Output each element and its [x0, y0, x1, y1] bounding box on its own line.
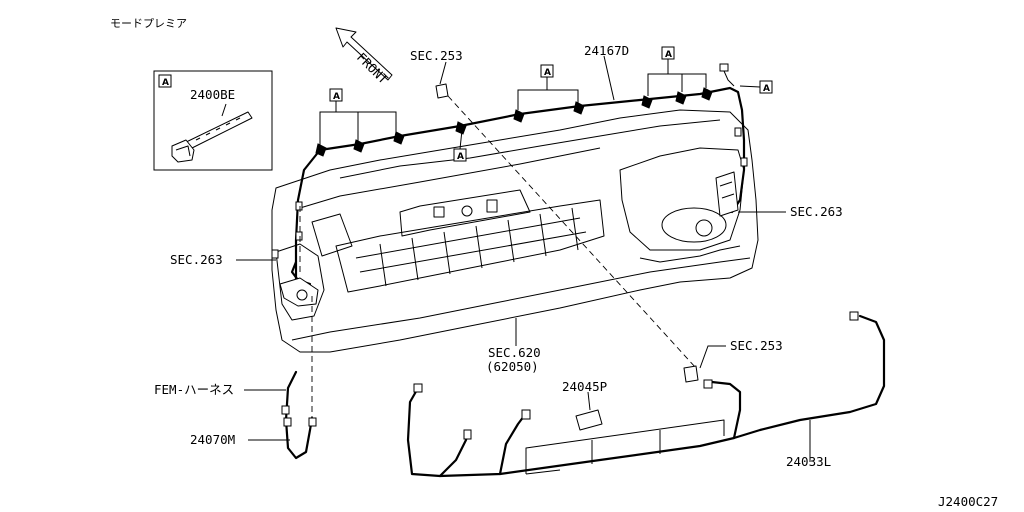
sec253-bottom-connector: [683, 365, 699, 383]
callout-24070M: 24070M: [190, 432, 235, 447]
callout-24033L: 24033L: [786, 454, 831, 469]
right-sensor-bracket: [715, 171, 739, 217]
harness-24033L-wire: [406, 314, 886, 478]
harness-clip-icon: [353, 139, 365, 153]
lower-grille: [335, 199, 605, 293]
left-sensor-bracket: [271, 249, 319, 307]
inset-frame: [153, 70, 273, 171]
harness-24167D: [290, 63, 748, 286]
marker-A-single-center: A: [453, 129, 467, 162]
harness-clip-icon: [513, 109, 525, 123]
callout-sec620-sub: (62050): [486, 359, 539, 374]
callout-sec263-left: SEC.263: [170, 252, 223, 267]
bracket-24045P: [575, 409, 603, 431]
callout-24045P: 24045P: [562, 379, 607, 394]
harness-connector-icon: [308, 417, 317, 427]
harness-clip-icon: [393, 131, 405, 145]
callout-leaders: [236, 55, 811, 462]
marker-A-group-right: A: [647, 46, 707, 96]
right-fog-lamp-housing: [619, 147, 745, 251]
bumper-outline: [271, 109, 759, 353]
front-bumper-fascia: [271, 109, 759, 353]
harness-24033L: [406, 311, 886, 478]
callout-sec253-top: SEC.253: [410, 48, 463, 63]
inset-part-number: 2400BE: [190, 87, 235, 102]
left-fog-lamp-housing: [275, 243, 325, 321]
front-direction-indicator: FRONT: [335, 27, 393, 88]
inset-detail: A 2400BE: [153, 70, 273, 171]
marker-A-group-left: A: [319, 88, 397, 146]
inset-marker-box: [158, 74, 172, 88]
harness-connector-icon: [521, 409, 531, 420]
svg-text:A: A: [665, 50, 672, 60]
harness-connector-icon: [740, 157, 748, 167]
license-plate-bracket: [399, 189, 531, 237]
svg-text:A: A: [763, 84, 770, 94]
svg-text:A: A: [457, 152, 464, 162]
diagram-code: J2400C27: [938, 494, 998, 509]
model-note: モードプレミア: [110, 17, 187, 30]
harness-clip-icon: [315, 143, 327, 157]
callout-24167D: 24167D: [584, 43, 629, 58]
harness-clip-icon: [455, 121, 467, 135]
harness-protector: [525, 419, 725, 474]
harness-connector-icon: [734, 127, 742, 137]
callout-fem-harness: FEM-ハーネス: [154, 382, 234, 397]
harness-connector-icon: [281, 405, 290, 415]
marker-A-group-mid: A: [517, 64, 579, 110]
harness-connector-icon: [719, 63, 729, 72]
harness-connector-icon: [413, 383, 423, 393]
marker-A-single-right: A: [739, 80, 773, 94]
grille-mesh: [355, 207, 587, 287]
svg-text:A: A: [544, 68, 551, 78]
harness-clip-icon: [675, 91, 687, 105]
sec253-top-connector: [435, 83, 449, 99]
inset-leader: [221, 103, 227, 117]
harness-clip-icon: [641, 95, 653, 109]
callout-sec620: SEC.620: [488, 345, 541, 360]
cable-tie-head: [171, 139, 195, 163]
harness-connector-icon: [849, 311, 859, 321]
harness-connector-icon: [283, 417, 292, 427]
harness-connector-icon: [295, 231, 303, 241]
harness-24070M: [281, 370, 317, 460]
harness-connector-icon: [295, 201, 303, 211]
harness-connector-icon: [703, 379, 713, 389]
svg-text:A: A: [333, 92, 340, 102]
callout-sec253-bottom: SEC.253: [730, 338, 783, 353]
harness-24070M-wire: [284, 370, 314, 460]
harness-clip-icon: [701, 87, 713, 101]
right-fog-lamp: [661, 207, 727, 243]
cable-tie-teeth: [195, 117, 241, 141]
callout-sec263-right: SEC.263: [790, 204, 843, 219]
harness-clip-icon: [573, 101, 585, 115]
harness-connector-icon: [463, 429, 472, 440]
reference-line: [447, 95, 697, 369]
front-arrow-icon: [335, 27, 393, 81]
inset-marker-letter: A: [162, 78, 169, 88]
front-label: FRONT: [354, 50, 392, 88]
